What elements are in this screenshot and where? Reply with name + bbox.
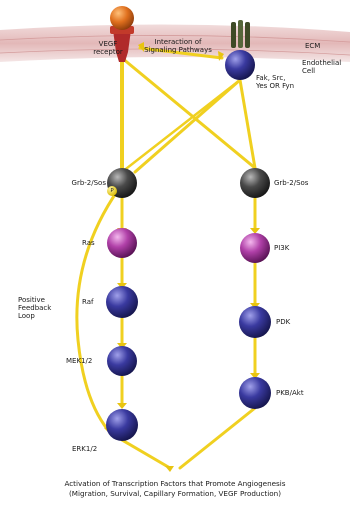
- ras-label: Ras: [82, 239, 95, 247]
- endothelial-cell-label: Endothelial Cell: [302, 59, 342, 75]
- ras-node: [107, 228, 137, 258]
- vegf-receptor-label: VEGF receptor: [93, 40, 123, 56]
- pkb-node: [239, 377, 271, 409]
- feedback-loop-label: Positive Feedback Loop: [18, 296, 52, 320]
- pkb-label: PKB/Akt: [276, 389, 304, 397]
- grb2-sos-right-label: Grb-2/Sos: [274, 179, 309, 187]
- fak-node: [225, 50, 255, 80]
- vegf-receptor-icon: [110, 6, 134, 62]
- fak-label: Fak, Src, Yes OR Fyn: [256, 74, 295, 90]
- pathway-connectors: [75, 46, 257, 470]
- raf-node: [106, 286, 138, 318]
- mek-node: [107, 346, 137, 376]
- phospho-node: [107, 186, 117, 196]
- raf-label: Raf: [82, 298, 94, 306]
- pdk-node: [239, 306, 271, 338]
- pi3k-node: [240, 233, 270, 263]
- ecm-label: ECM: [305, 42, 321, 50]
- integrin-icon: [231, 20, 250, 48]
- pi3k-label: PI3K: [274, 244, 290, 252]
- interaction-label: Interaction of Signaling Pathways: [144, 38, 212, 54]
- cell-membrane: [0, 24, 350, 62]
- grb2-sos-left-label: Grb-2/Sos: [71, 179, 106, 187]
- footer-line-1: Activation of Transcription Factors that…: [64, 479, 286, 488]
- erk-node: [106, 409, 138, 441]
- erk-label: ERK1/2: [72, 445, 98, 453]
- footer-line-2: (Migration, Survival, Capillary Formatio…: [68, 489, 282, 498]
- phospho-label: P: [110, 188, 114, 194]
- mek-label: MEK1/2: [66, 357, 93, 365]
- grb2-sos-right-node: [240, 168, 270, 198]
- pdk-label: PDK: [276, 318, 291, 326]
